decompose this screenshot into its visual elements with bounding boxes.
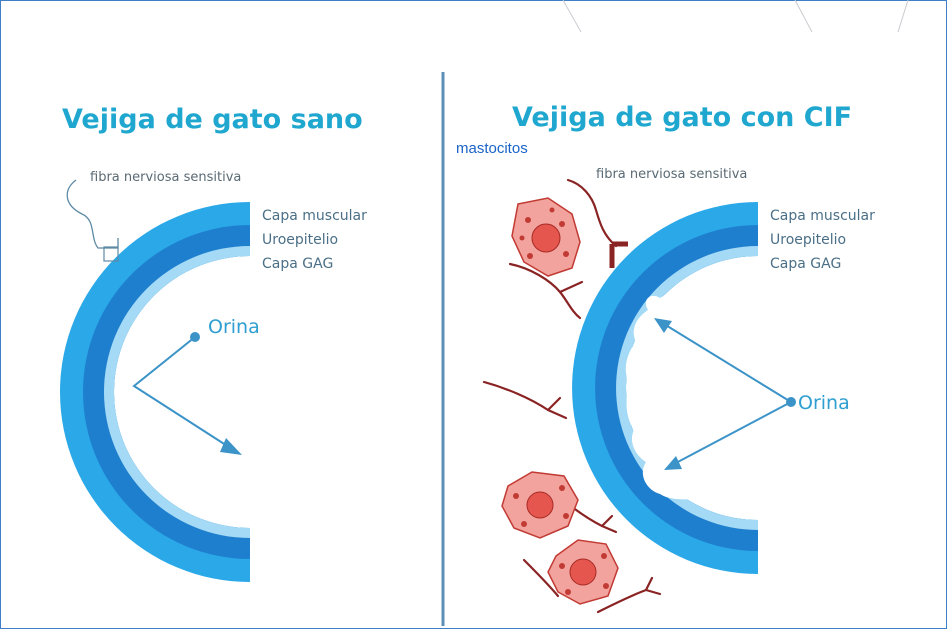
right-urine-label: Orina [798,392,850,414]
healthy-bladder-wall [60,202,250,582]
muscle-layer [572,202,758,574]
mast-cells-label: mastocitos [456,140,528,157]
left-layer-muscle-label: Capa muscular [262,208,367,224]
urine-arrow-down [673,401,792,465]
mast-cell [547,539,619,605]
urine-path [132,336,233,450]
right-layer-urothelium-label: Uroepitelio [770,232,846,248]
left-urine-label: Orina [208,316,260,338]
cif-bladder-wall [572,202,758,574]
left-layer-gag-label: Capa GAG [262,256,333,272]
mast-cell [511,197,581,277]
left-layer-urothelium-label: Uroepitelio [262,232,338,248]
damaged-urothelium [625,282,758,508]
nerve-branch [558,280,584,294]
decor-line [897,0,909,33]
nerve-branch [600,514,618,534]
left-fiber-label: fibra nerviosa sensitiva [90,170,241,185]
muscle-layer [60,202,250,582]
urine-arrow-up [663,323,792,403]
nerve-fiber [482,380,550,412]
urothelium-layer [83,225,250,559]
urothelium-layer [595,225,758,551]
urine-arrowhead [664,456,682,470]
right-title: Vejiga de gato con CIF [512,102,852,133]
decor-line [562,0,582,33]
urine-arrowhead [220,438,242,455]
nerve-fiber [596,576,662,614]
nerve-ending [103,246,119,262]
right-fiber-label: fibra nerviosa sensitiva [596,167,747,182]
nerve-fiber [522,558,560,598]
mast-cell [501,471,579,539]
healthy-bladder-panel: Vejiga de gato sano fibra nerviosa sensi… [60,104,367,582]
nerve-ending [609,241,628,268]
nerve-branch [546,396,568,420]
cif-bladder-panel: Vejiga de gato con CIF mastocitos fibra … [456,102,875,614]
nerve-fiber-main [566,178,618,248]
decor-line [794,0,813,33]
left-title: Vejiga de gato sano [62,104,363,135]
urine-arrowhead [654,318,672,333]
sensory-nerve-fibers [482,178,662,614]
right-layer-muscle-label: Capa muscular [770,208,875,224]
right-layer-gag-label: Capa GAG [770,256,841,272]
sensory-nerve-fiber [66,179,119,249]
